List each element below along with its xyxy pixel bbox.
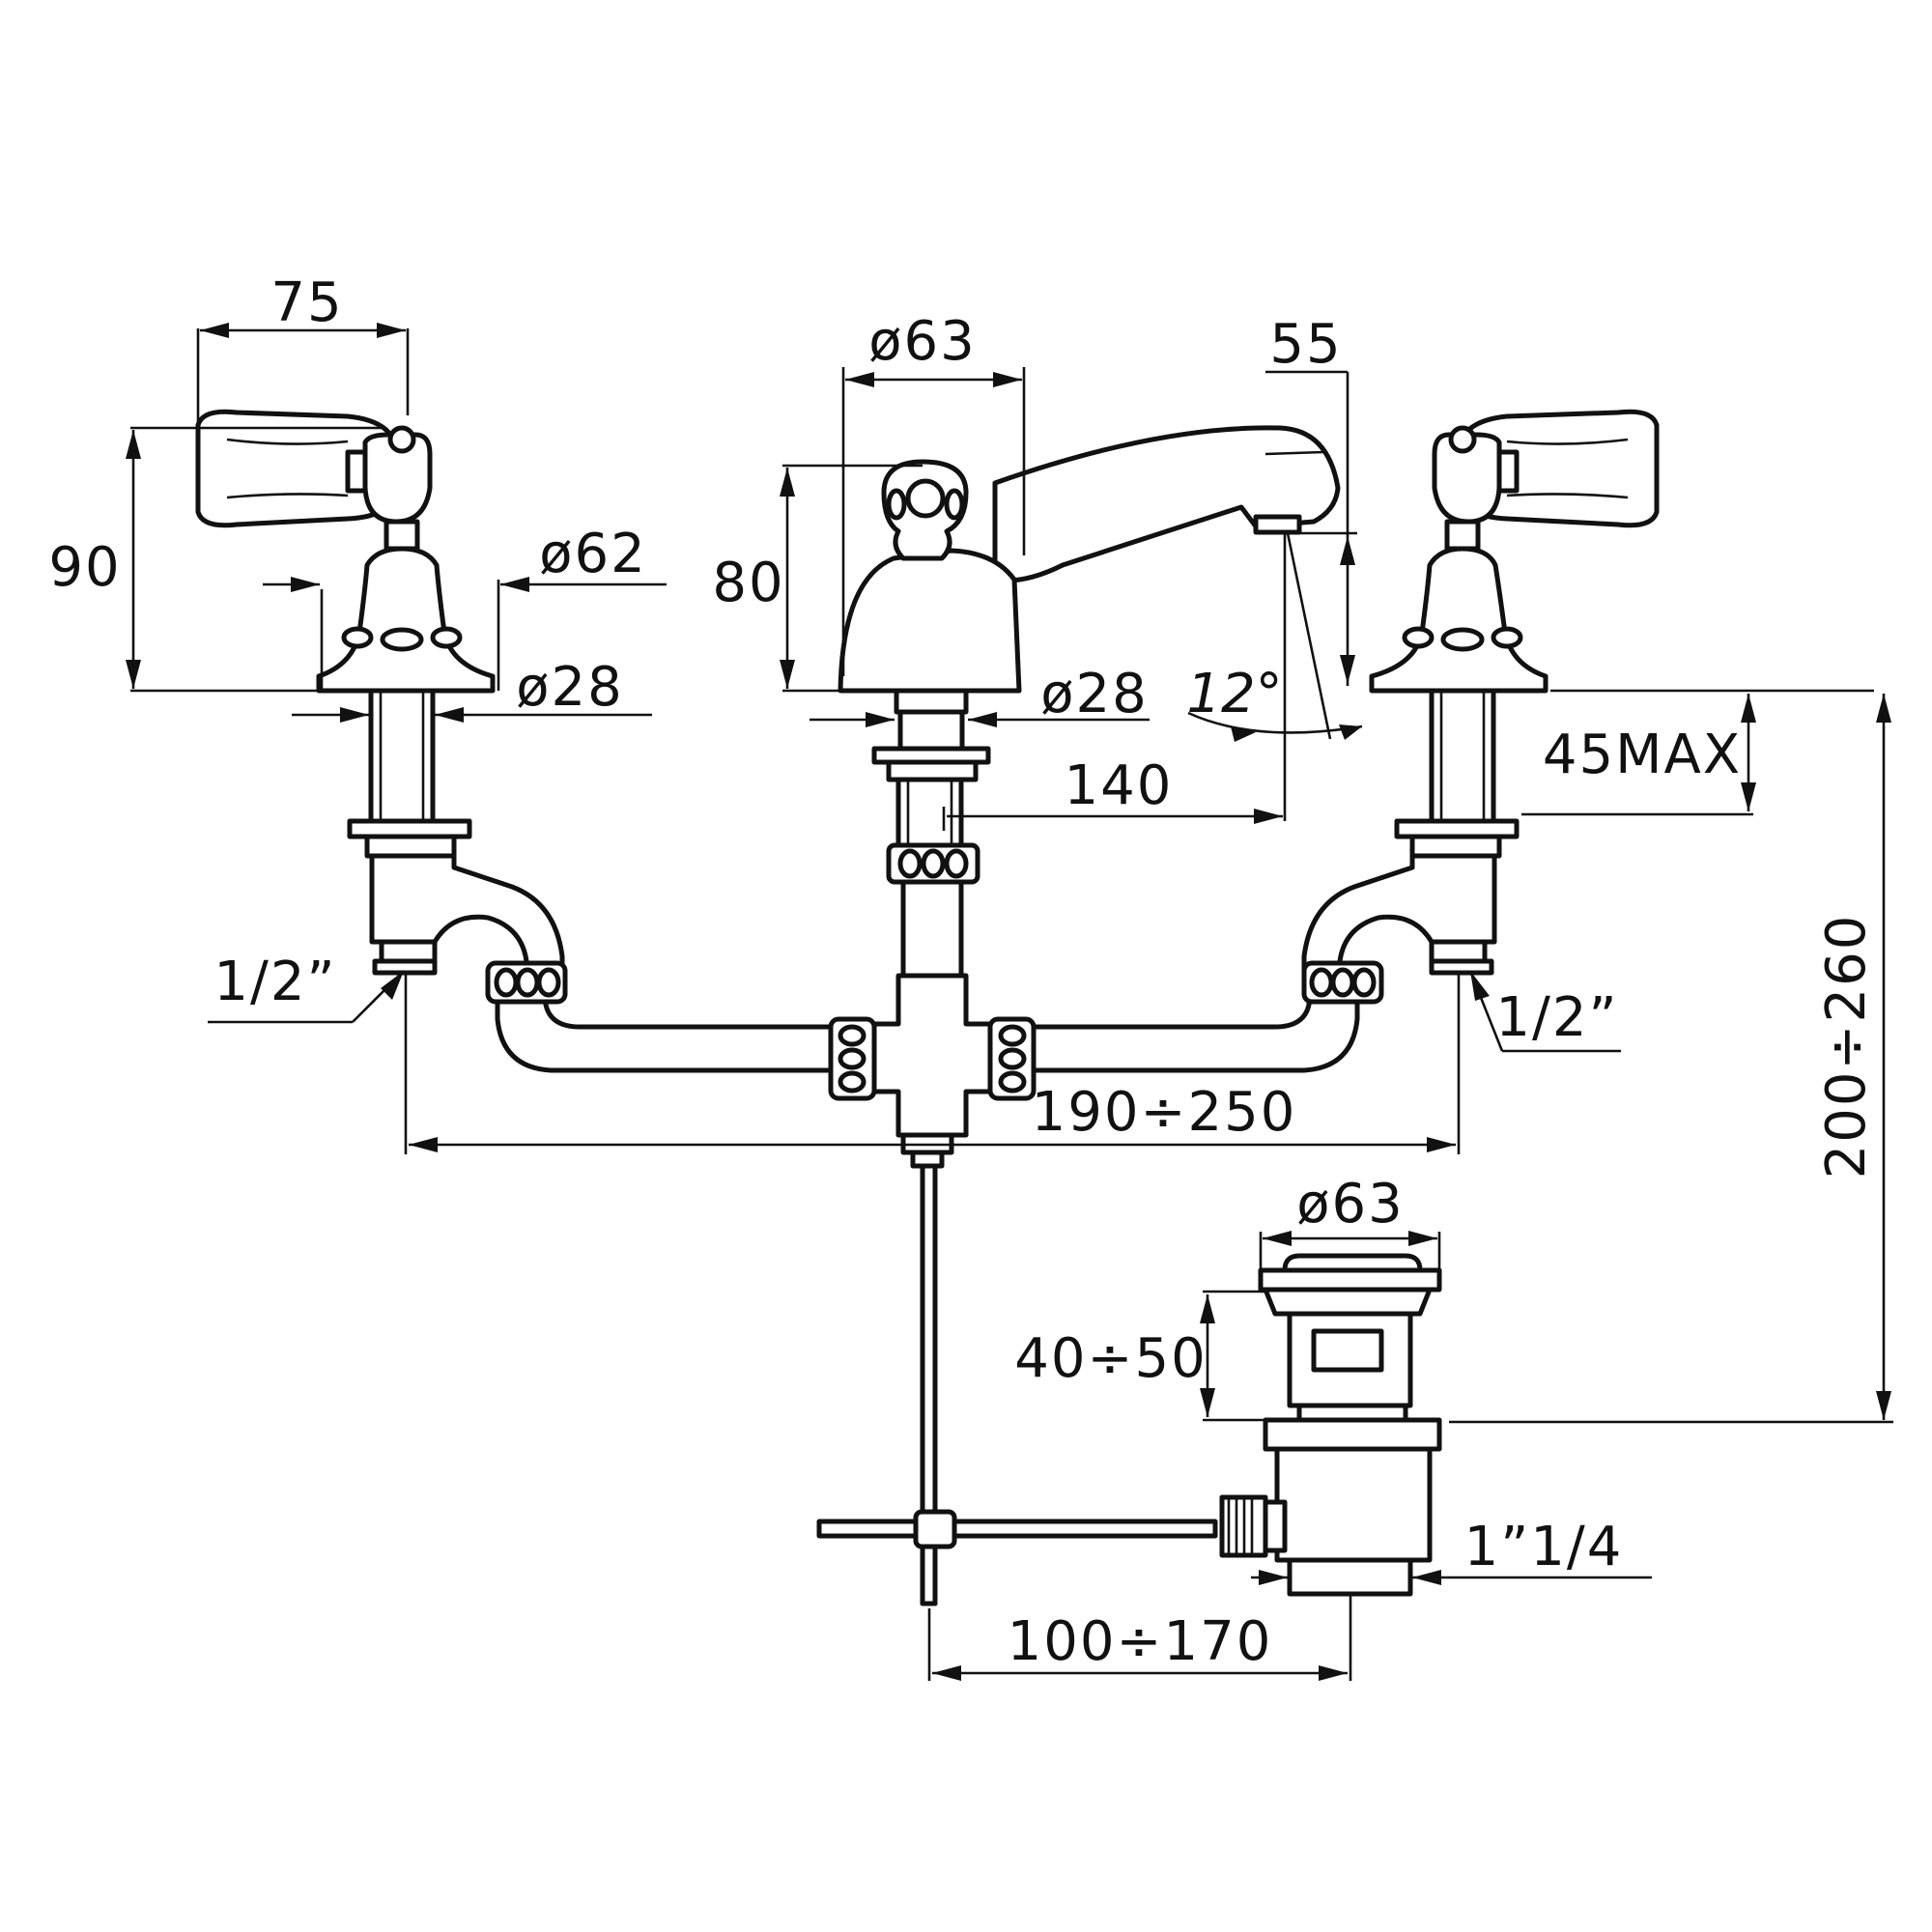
- label-12-degrees: 12°: [1186, 663, 1282, 725]
- label-200-260: 200÷260: [1815, 914, 1878, 1179]
- dimension-labels: 75 90 ø62 ø28 ø63 80 ø28 55 12° 140 45MA…: [48, 271, 1878, 1673]
- label-62: ø62: [539, 523, 647, 585]
- label-half-inch-left: 1/2”: [213, 951, 336, 1013]
- label-190-250: 190÷250: [1032, 1081, 1297, 1144]
- label-80: 80: [712, 552, 784, 614]
- label-28-center: ø28: [1040, 663, 1149, 725]
- label-45max: 45MAX: [1543, 724, 1742, 786]
- label-half-inch-right: 1/2”: [1495, 986, 1618, 1049]
- label-28-left: ø28: [516, 656, 624, 719]
- label-63-waste: ø63: [1296, 1173, 1405, 1236]
- label-75: 75: [270, 271, 343, 334]
- popup-rod: [816, 1163, 1218, 1606]
- label-100-170: 100÷170: [1008, 1610, 1273, 1673]
- label-63-spout: ø63: [868, 310, 977, 373]
- label-140: 140: [1065, 754, 1174, 817]
- left-valve: [198, 412, 565, 979]
- dimension-lines: [126, 323, 1893, 1681]
- spout-assembly: [838, 425, 1341, 979]
- waste: [1219, 1253, 1442, 1597]
- label-1-1-4: 1”1/4: [1464, 1516, 1624, 1578]
- label-55: 55: [1269, 313, 1342, 376]
- label-90: 90: [48, 536, 121, 599]
- supply-pipes: [485, 960, 1384, 1169]
- label-40-50: 40÷50: [1014, 1327, 1207, 1390]
- right-valve: [1301, 412, 1657, 979]
